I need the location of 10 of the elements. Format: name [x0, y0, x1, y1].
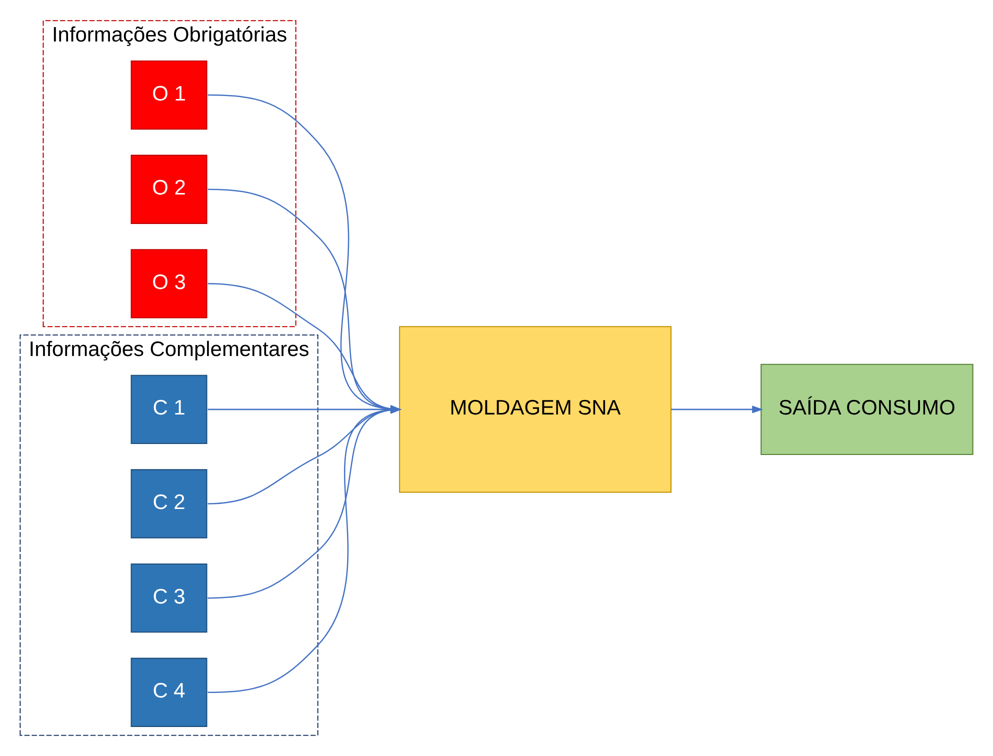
node-box: SAÍDA CONSUMO	[760, 364, 974, 456]
arrow	[671, 406, 764, 414]
node-box: MOLDAGEM SNA	[399, 326, 672, 493]
node-box: C 3	[130, 564, 208, 633]
node-box: O 2	[130, 154, 208, 224]
node-box: O 1	[130, 60, 208, 130]
node-box: C 4	[130, 658, 208, 727]
node-box: C 2	[130, 469, 208, 538]
node-box: C 1	[130, 374, 208, 444]
node-box: O 3	[130, 249, 208, 318]
